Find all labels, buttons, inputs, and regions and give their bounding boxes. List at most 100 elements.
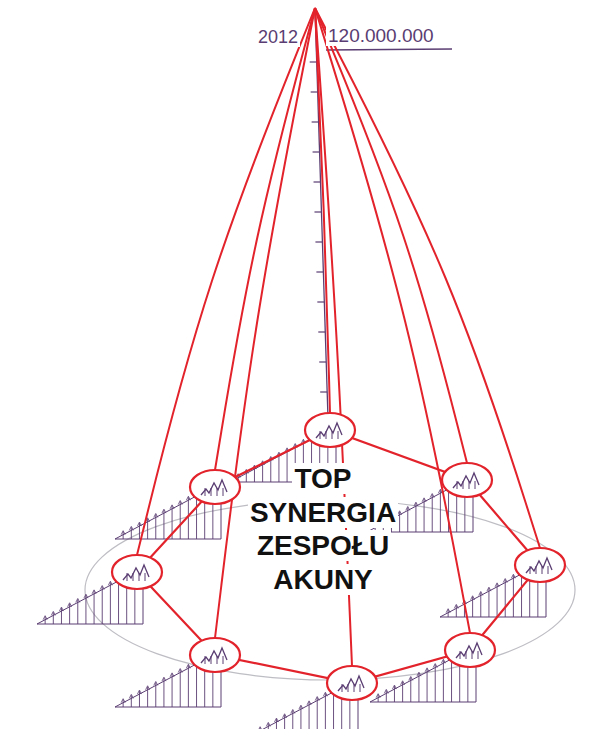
label-text: 2012 (256, 27, 300, 47)
chart-arrow (129, 526, 133, 530)
chart-bar (410, 677, 411, 702)
red-spoke (315, 8, 330, 413)
mini-bar (469, 481, 470, 489)
mini-chart (526, 558, 552, 573)
chart-arrow (398, 511, 402, 515)
mini-bar (536, 566, 537, 574)
chart-bar (440, 490, 441, 532)
chart-arrow (503, 579, 507, 583)
red-circle (327, 666, 377, 700)
mini-chart (338, 676, 364, 691)
chart-arrow (376, 694, 380, 698)
chart-arrow (422, 498, 426, 502)
chart-arrow (283, 714, 287, 718)
chart-outline (115, 651, 221, 707)
circle-outline (190, 470, 240, 504)
chart-bar (317, 698, 318, 729)
chart-bar (131, 695, 132, 707)
chart-bar (292, 710, 293, 729)
chart-bar (110, 582, 111, 624)
axis-tick (317, 301, 324, 302)
mini-bar (478, 651, 479, 659)
label-text: TOP SYNERGIA ZESPOŁU AKUNY (248, 463, 398, 595)
mini-chart (453, 473, 479, 488)
mini-bar (223, 656, 224, 664)
red-spoke (137, 8, 315, 555)
chart-bar (402, 682, 403, 702)
chart-arrow (495, 583, 499, 587)
chart-arrow (154, 681, 158, 685)
red-circle (515, 548, 565, 582)
chart-bar (77, 599, 78, 624)
chart-bar (505, 580, 506, 617)
chart-arrow (315, 697, 319, 701)
bar-chart-sketch (440, 561, 546, 617)
mini-chart (456, 643, 482, 658)
chart-bar (399, 512, 400, 532)
chart-arrow (51, 611, 55, 615)
chart-arrow (323, 692, 327, 696)
chart-bar (443, 660, 444, 702)
red-circle (190, 470, 240, 504)
chart-bar (53, 612, 54, 624)
mini-bar (332, 431, 333, 439)
chart-bar (287, 449, 288, 482)
chart-arrow (154, 513, 158, 517)
chart-arrow (137, 690, 141, 694)
mini-bar (348, 684, 349, 692)
chart-bar (386, 690, 387, 702)
mini-bar (466, 651, 467, 659)
bar-chart-sketch (115, 483, 221, 539)
value-underline (326, 49, 452, 50)
chart-arrow (454, 604, 458, 608)
chart-arrow (414, 502, 418, 506)
chart-outline (252, 679, 358, 729)
chart-bar (418, 673, 419, 702)
chart-bar (163, 510, 164, 539)
chart-bar (188, 665, 189, 707)
axis-tick (320, 391, 327, 392)
mini-bar (457, 481, 458, 489)
mini-chart (316, 423, 342, 438)
center-title: TOP SYNERGIA ZESPOŁU AKUNY (238, 462, 408, 596)
chart-bar (278, 453, 279, 482)
red-circle (190, 638, 240, 672)
chart-bar (435, 665, 436, 702)
mini-bar (475, 481, 476, 489)
axis-tick (311, 91, 318, 92)
chart-bar (424, 499, 425, 532)
chart-bar (472, 597, 473, 617)
chart-bar (456, 605, 457, 617)
chart-arrow (76, 598, 80, 602)
chart-bar (61, 608, 62, 624)
bar-chart-sketch (252, 679, 358, 729)
circle-outline (112, 555, 162, 589)
chart-arrow (307, 701, 311, 705)
chart-arrow (409, 676, 413, 680)
chart-bar (139, 691, 140, 707)
chart-bar (102, 587, 103, 624)
chart-bar (427, 669, 428, 702)
mini-bar (530, 566, 531, 574)
chart-arrow (384, 689, 388, 693)
red-spoke (315, 8, 467, 463)
chart-arrow (186, 664, 190, 668)
chart-bar (448, 610, 449, 617)
chart-arrow (417, 672, 421, 676)
chart-arrow (178, 669, 182, 673)
chart-bar (309, 702, 310, 729)
chart-arrow (406, 506, 410, 510)
mini-chart (201, 648, 227, 663)
chart-arrow (121, 531, 125, 535)
chart-arrow (487, 587, 491, 591)
axis-tick (315, 241, 322, 242)
chart-arrow (84, 594, 88, 598)
chart-arrow (170, 505, 174, 509)
chart-arrow (68, 603, 72, 607)
chart-arrow (108, 581, 112, 585)
chart-bar (147, 687, 148, 707)
chart-bar (123, 532, 124, 539)
axis-tick (312, 121, 319, 122)
chart-arrow (299, 705, 303, 709)
red-spoke (215, 8, 315, 470)
